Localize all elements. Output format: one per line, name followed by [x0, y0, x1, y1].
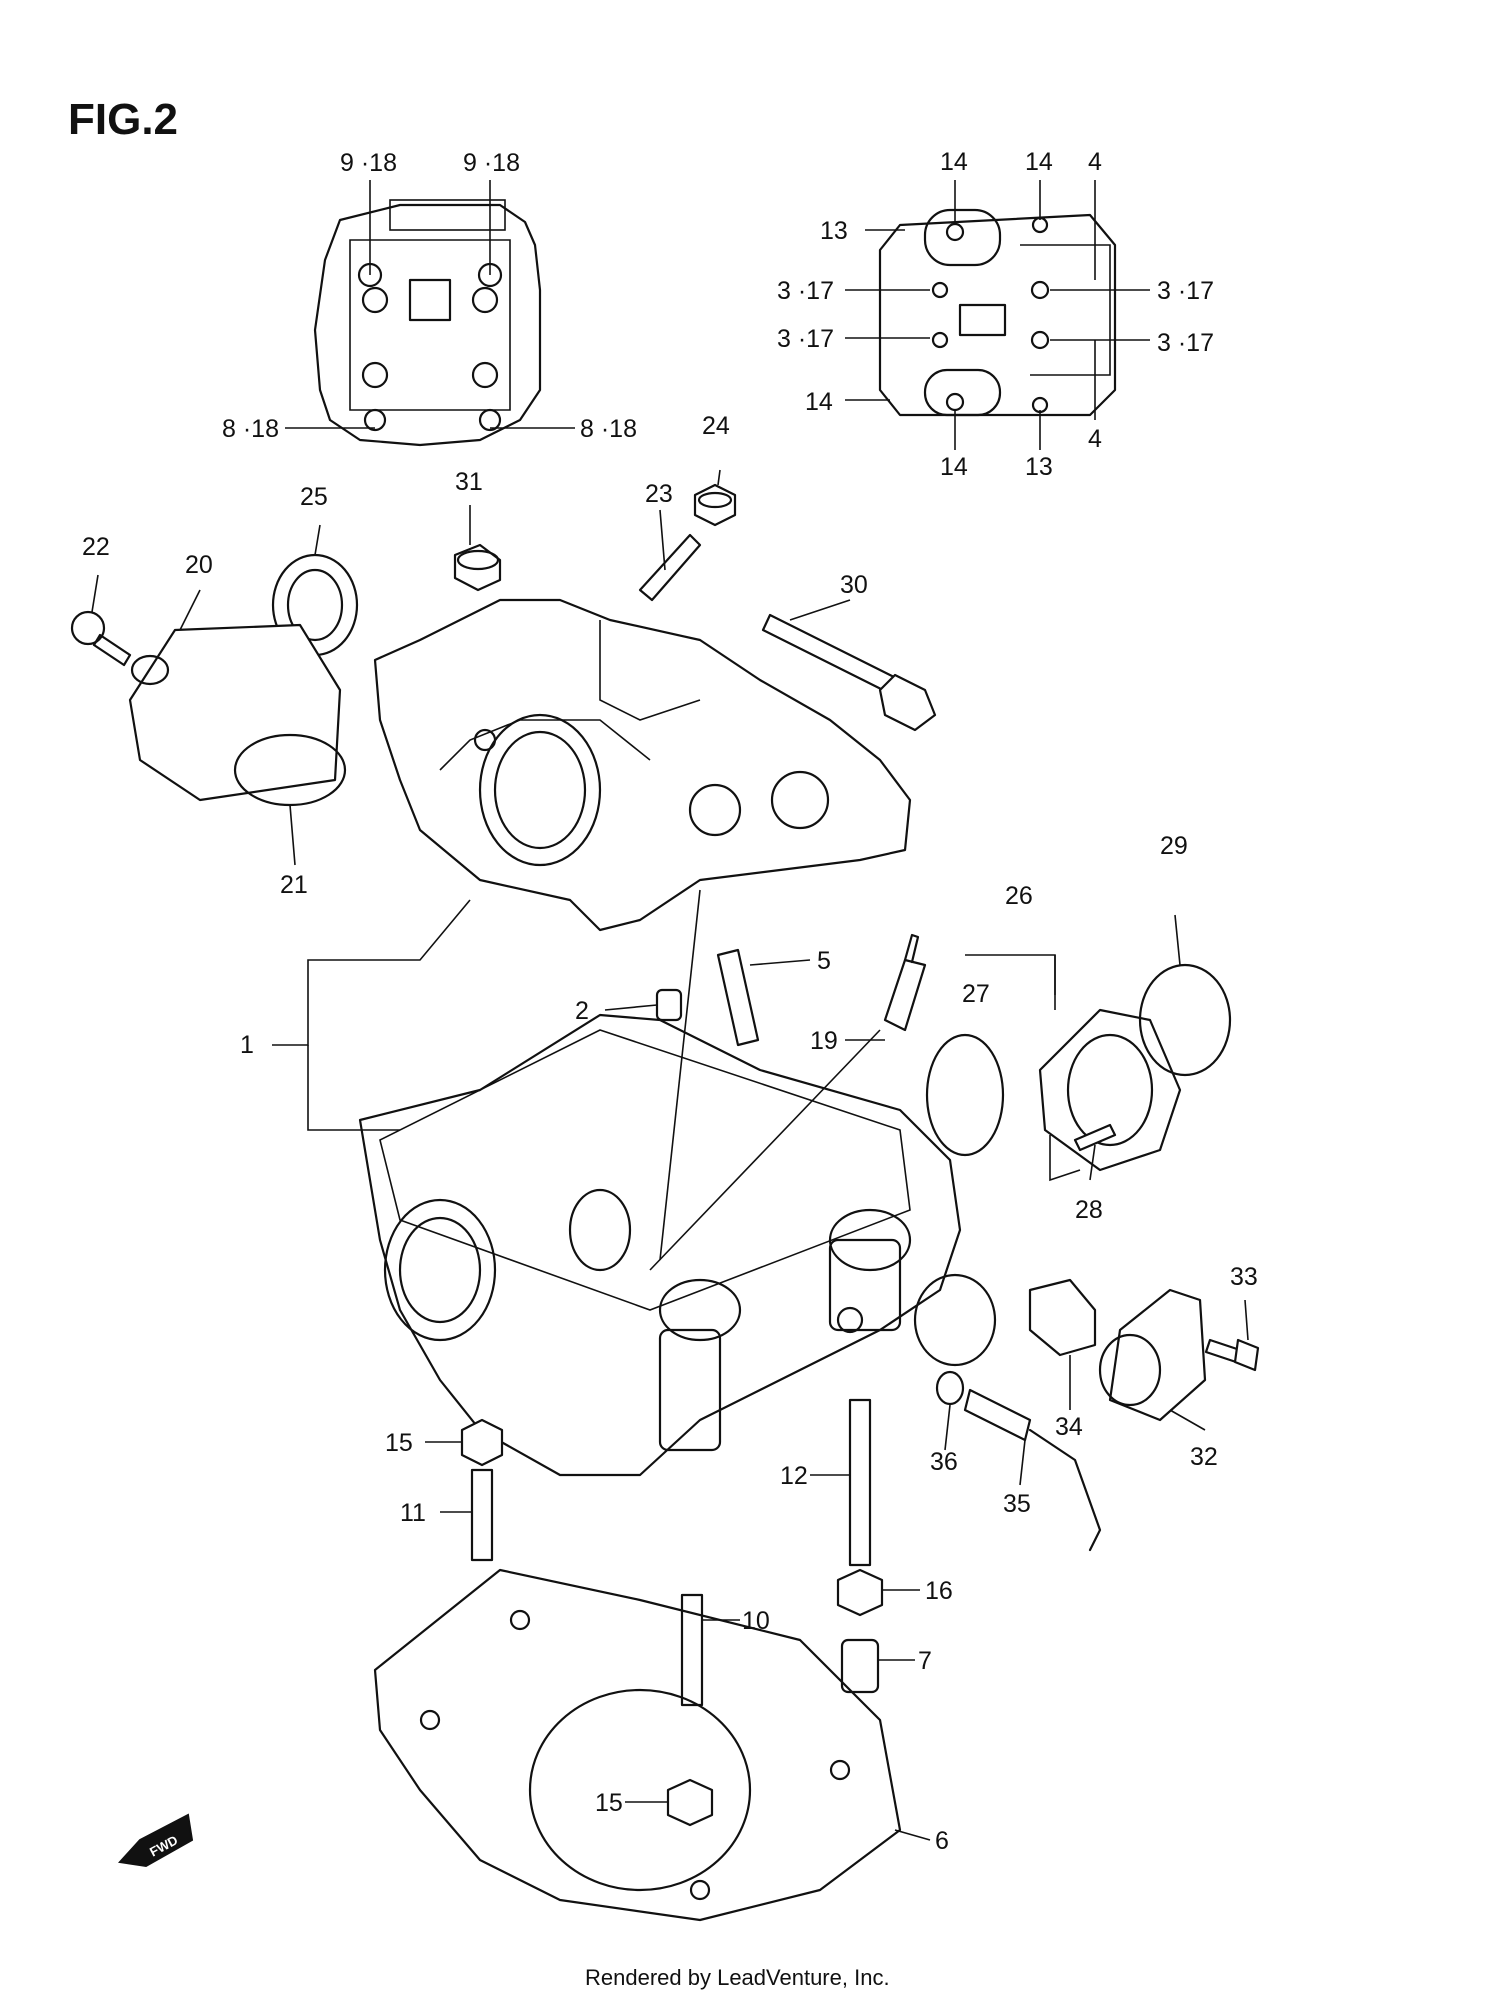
- callout-29: 29: [1160, 832, 1188, 860]
- part-10-stud: [680, 1593, 704, 1707]
- callout-10: 10: [742, 1607, 770, 1635]
- part-33-bolt: [1204, 1338, 1260, 1372]
- part-26-intake-pipe: [1038, 1008, 1182, 1172]
- callout-20: 20: [185, 551, 213, 579]
- part-24-nut: [693, 483, 737, 527]
- callout-14-left: 14: [805, 388, 833, 416]
- callout-23: 23: [645, 480, 673, 508]
- footer-credit: Rendered by LeadVenture, Inc.: [585, 1965, 890, 1990]
- part-20-cap: [128, 623, 342, 802]
- callout-35: 35: [1003, 1490, 1031, 1518]
- part-11-stud: [470, 1468, 494, 1562]
- part-29-clamp: [1138, 963, 1232, 1077]
- part-34-thermostat: [1028, 1278, 1097, 1357]
- callout-21: 21: [280, 871, 308, 899]
- callout-1: 1: [240, 1031, 254, 1059]
- callout-4-top: 4: [1088, 148, 1102, 176]
- part-23-stud: [638, 533, 702, 602]
- callout-14-top-right: 14: [1025, 148, 1053, 176]
- callout-13-bottom: 13: [1025, 453, 1053, 481]
- part-6-cylinder-head-gasket: [373, 1568, 902, 1922]
- part-16-nut: [836, 1568, 884, 1617]
- leader-lines: [91, 180, 1249, 1841]
- callout-25: 25: [300, 483, 328, 511]
- callout-6: 6: [935, 1827, 949, 1855]
- callout-14-top-left: 14: [940, 148, 968, 176]
- callout-19: 19: [810, 1027, 838, 1055]
- cylinder-head: [358, 1013, 997, 1477]
- callout-11: 11: [400, 1499, 426, 1527]
- callout-labels: 9 ·18 9 ·18 8 ·18 8 ·18 14 14 13 4 3 ·17…: [82, 148, 1258, 1855]
- part-27-o-ring: [925, 1033, 1005, 1157]
- callout-22: 22: [82, 533, 110, 561]
- callout-31: 31: [455, 468, 483, 496]
- callout-15-lower: 15: [595, 1789, 623, 1817]
- forward-arrow-icon: FWD: [118, 1813, 194, 1868]
- cylinder-head-cover: [373, 598, 912, 932]
- cover-gasket-view: [878, 208, 1117, 417]
- callout-15-upper: 15: [385, 1429, 413, 1457]
- callout-24: 24: [702, 412, 730, 440]
- callout-3-17-right-upper: 3 ·17: [1157, 277, 1214, 305]
- callout-34: 34: [1055, 1413, 1083, 1441]
- callout-4-bottom: 4: [1088, 425, 1102, 453]
- part-22-bolt: [70, 610, 132, 667]
- callout-3-17-left-lower: 3 ·17: [777, 325, 834, 353]
- part-2-dowel: [655, 988, 683, 1022]
- part-15-nut-upper: [460, 1418, 504, 1467]
- part-19-spark-plug: [883, 933, 927, 1032]
- callout-28: 28: [1075, 1196, 1103, 1224]
- callout-9-18-left: 9 ·18: [340, 149, 397, 177]
- callout-2: 2: [575, 997, 589, 1025]
- part-5-valve-guide: [716, 948, 760, 1047]
- callout-9-18-right: 9 ·18: [463, 149, 520, 177]
- part-28-screw: [1073, 1123, 1117, 1152]
- callout-36: 36: [930, 1448, 958, 1476]
- callout-13-top: 13: [820, 217, 848, 245]
- part-30-bolt: [761, 613, 937, 732]
- callout-33: 33: [1230, 1263, 1258, 1291]
- callout-3-17-right-lower: 3 ·17: [1157, 329, 1214, 357]
- figure-title: FIG.2: [68, 95, 178, 144]
- callout-7: 7: [918, 1647, 932, 1675]
- part-15-nut-lower: [666, 1778, 714, 1827]
- callout-26: 26: [1005, 882, 1033, 910]
- part-7-dowel: [840, 1638, 880, 1694]
- head-top-view: [313, 199, 542, 447]
- callout-3-17-left-upper: 3 ·17: [777, 277, 834, 305]
- part-12-stud: [848, 1398, 872, 1567]
- part-36-washer: [935, 1370, 965, 1406]
- callout-30: 30: [840, 571, 868, 599]
- callout-5: 5: [817, 947, 831, 975]
- part-31-nut: [453, 543, 502, 592]
- part-32-thermostat-cover: [1098, 1288, 1207, 1422]
- callout-8-18-left: 8 ·18: [222, 415, 279, 443]
- callout-27: 27: [962, 980, 990, 1008]
- callout-12: 12: [780, 1462, 808, 1490]
- callout-32: 32: [1190, 1443, 1218, 1471]
- callout-8-18-right: 8 ·18: [580, 415, 637, 443]
- callout-16: 16: [925, 1577, 953, 1605]
- callout-14-bottom: 14: [940, 453, 968, 481]
